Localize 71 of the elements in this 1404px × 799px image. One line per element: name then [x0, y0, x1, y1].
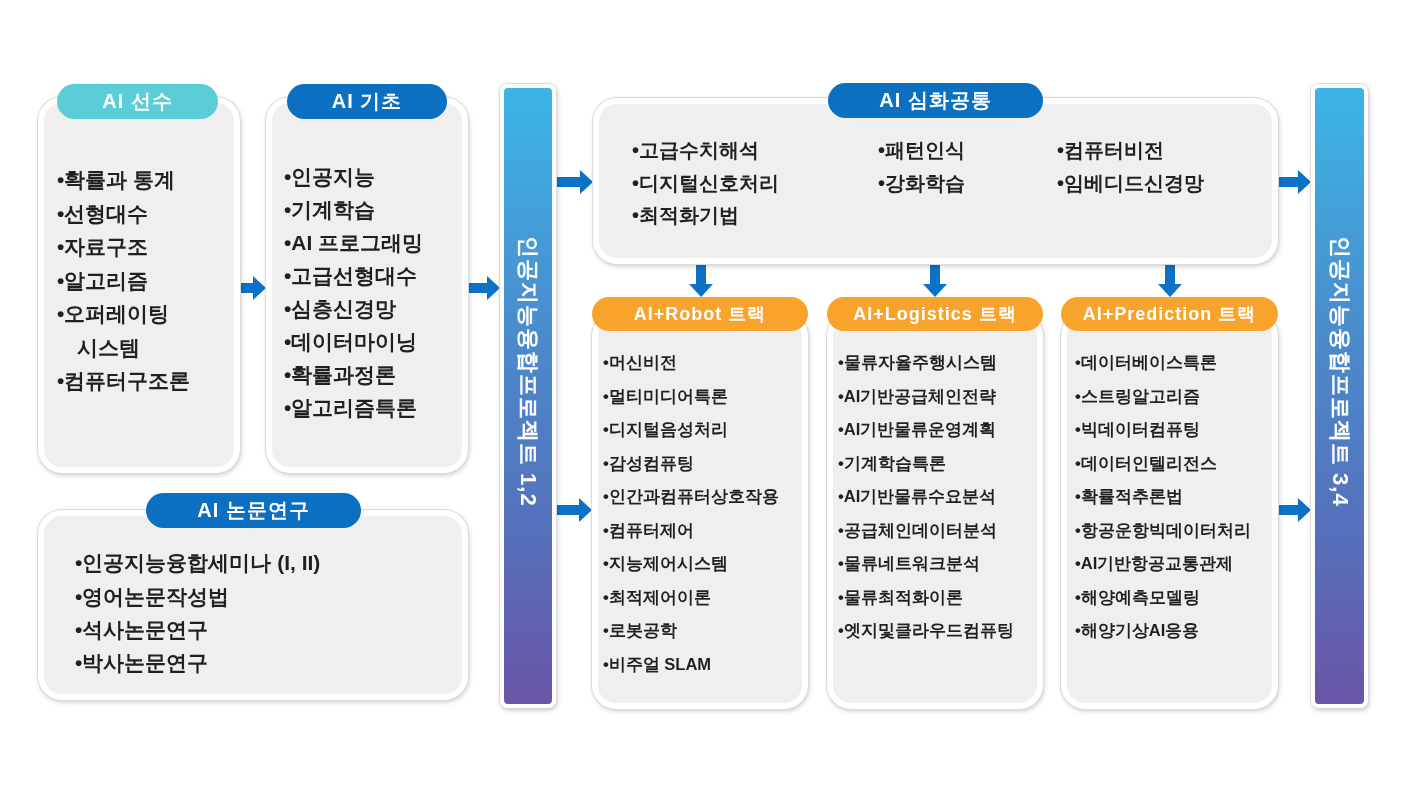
course-item: •물류자율주행시스템: [838, 352, 998, 374]
course-item: •확률과 통계: [57, 167, 176, 194]
course-item: •데이터인텔리전스: [1075, 452, 1218, 474]
course-item: •인간과컴퓨터상호작용: [603, 486, 780, 508]
course-item: •고급선형대수: [284, 263, 419, 290]
course-item: •컴퓨터제어: [603, 519, 695, 541]
course-item: •오퍼레이팅 시스템: [57, 301, 171, 361]
course-item: •기계학습: [284, 197, 377, 224]
course-item: •해양기상AI응용: [1075, 620, 1201, 642]
course-item: •최적화기법: [632, 203, 740, 228]
heading-pill: AI 선수: [57, 84, 218, 119]
course-item: •박사논문연구: [75, 650, 210, 677]
course-item: •AI기반물류운영계획: [838, 419, 997, 441]
course-item: •컴퓨터구조론: [57, 368, 192, 395]
course-item: •인공지능융합세미나 (I, II): [75, 550, 321, 577]
course-item: •항공운항빅데이터처리: [1075, 519, 1252, 541]
course-item: •최적제어이론: [603, 586, 712, 608]
course-item: •AI 프로그래밍: [284, 230, 424, 257]
course-item: •공급체인데이터분석: [838, 519, 998, 541]
course-item: •임베디드신경망: [1057, 170, 1205, 196]
course-item: •지능제어시스템: [603, 553, 729, 575]
course-item: •확률적추론법: [1075, 486, 1184, 508]
heading-pill: AI 논문연구: [146, 493, 361, 528]
course-item: •AI기반물류수요분석: [838, 486, 997, 508]
course-item: •멀티미디어특론: [603, 385, 729, 407]
course-item: •데이터베이스특론: [1075, 352, 1218, 374]
course-item: •강화학습: [878, 170, 966, 196]
course-item: •인공지능: [284, 164, 377, 191]
arrow: [556, 170, 593, 194]
course-item: •물류네트워크분석: [838, 553, 981, 575]
course-item: •감성컴퓨팅: [603, 452, 695, 474]
course-item: •자료구조: [57, 234, 150, 261]
course-item: •데이터마이닝: [284, 329, 419, 356]
course-item: •컴퓨터비전: [1057, 138, 1165, 163]
arrow: [1278, 170, 1311, 194]
course-item: •AI기반항공교통관제: [1075, 553, 1234, 575]
course-item: •기계학습특론: [838, 452, 947, 474]
course-item: •디지털신호처리: [632, 170, 780, 196]
course-item: •비주얼 SLAM: [603, 653, 712, 675]
course-item: •빅데이터컴퓨팅: [1075, 419, 1201, 441]
arrow: [556, 498, 592, 522]
course-item: •확률과정론: [284, 362, 398, 389]
course-item: •선형대수: [57, 200, 150, 227]
arrow: [1158, 264, 1182, 297]
course-item: •엣지및클라우드컴퓨팅: [838, 620, 1015, 642]
heading-pill: AI 심화공통: [828, 83, 1043, 118]
course-item: •석사논문연구: [75, 616, 210, 643]
course-item: •영어논문작성법: [75, 583, 231, 610]
course-item: •알고리즘특론: [284, 395, 419, 422]
arrow: [689, 264, 713, 297]
arrow: [468, 276, 500, 300]
heading-pill: AI+Prediction 트랙: [1061, 297, 1278, 331]
heading-pill: AI+Logistics 트랙: [827, 297, 1043, 331]
project-bar: 인공지능융합프로젝트 3,4: [1311, 84, 1368, 708]
course-item: •심층신경망: [284, 296, 398, 323]
course-item: •해양예측모델링: [1075, 586, 1201, 608]
course-item: •머신비전: [603, 352, 678, 374]
course-item: •로봇공학: [603, 620, 678, 642]
course-item: •디지털음성처리: [603, 419, 729, 441]
arrow: [1278, 498, 1311, 522]
heading-pill: AI 기초: [287, 84, 447, 119]
arrow: [923, 264, 947, 297]
course-item: •고급수치해석: [632, 138, 760, 163]
course-item: •패턴인식: [878, 138, 966, 163]
arrow: [240, 276, 266, 300]
course-item: •알고리즘: [57, 267, 150, 294]
course-item: •스트링알고리즘: [1075, 385, 1201, 407]
course-item: •물류최적화이론: [838, 586, 964, 608]
project-bar: 인공지능융합프로젝트 1,2: [500, 84, 556, 708]
course-item: •AI기반공급체인전략: [838, 385, 997, 407]
heading-pill: AI+Robot 트랙: [592, 297, 808, 331]
